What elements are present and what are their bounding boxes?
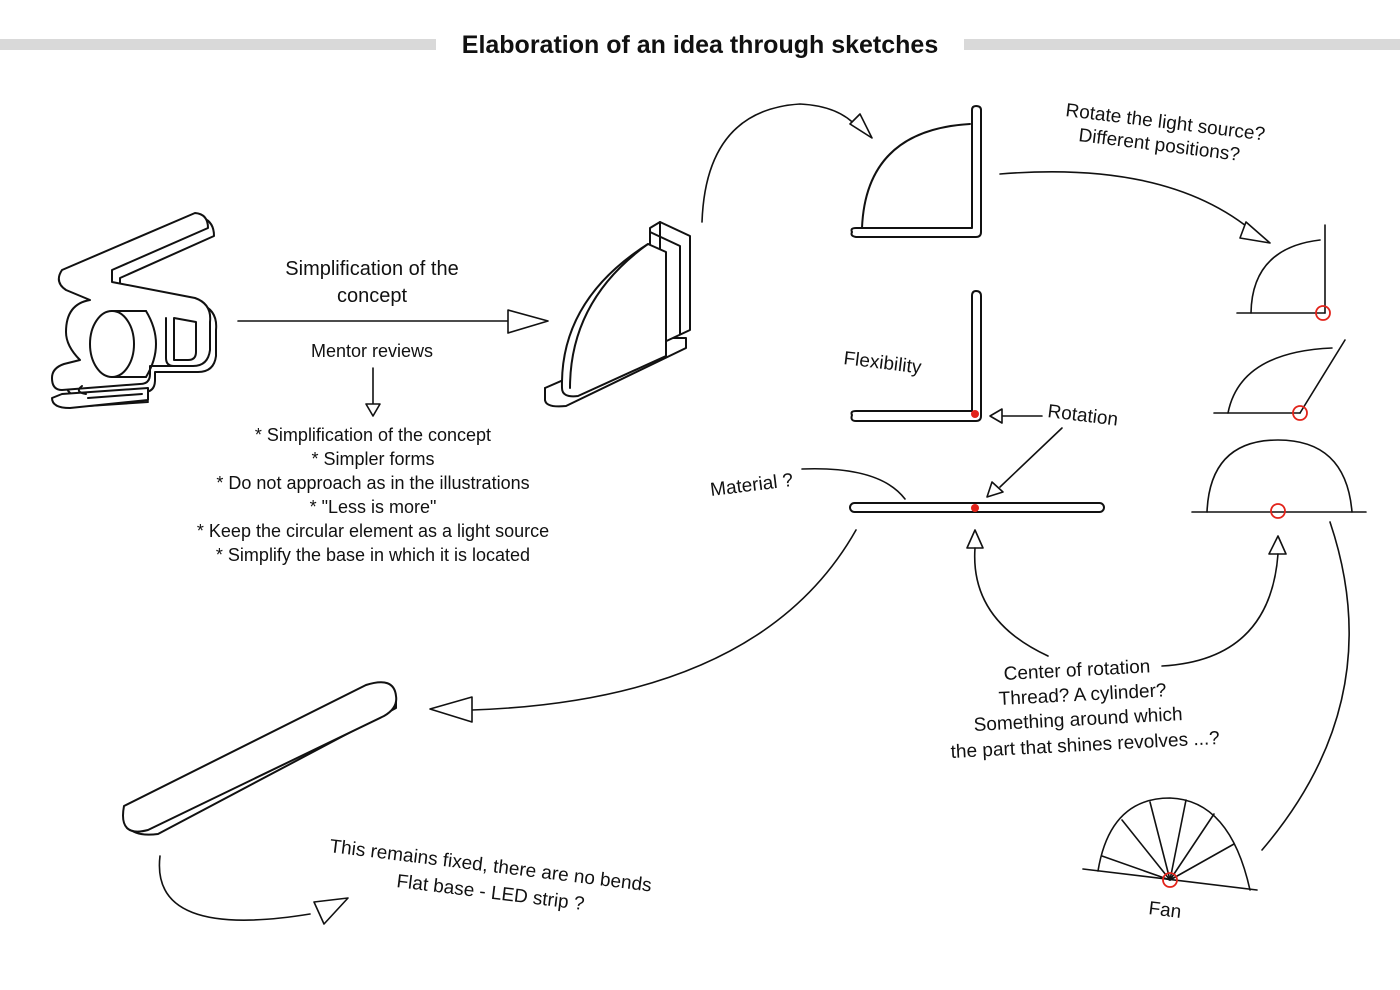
mentor-reviews-label: Mentor reviews: [311, 341, 433, 361]
review-item: * Do not approach as in the illustration…: [216, 473, 529, 493]
review-item: * Keep the circular element as a light s…: [197, 521, 549, 541]
title-bar-left: [0, 39, 436, 50]
l-profile-flexibility: [850, 290, 982, 422]
rotate-question: Rotate the light source? Different posit…: [1064, 100, 1266, 166]
title-bar-right: [964, 39, 1400, 50]
position-sketch-1: [1236, 224, 1331, 321]
original-concept-sketch: [51, 212, 218, 409]
position-sketch-3: [1191, 439, 1367, 519]
position-sketch-2: [1213, 339, 1346, 421]
simplification-label-line1: Simplification of the: [285, 258, 458, 280]
simplification-label-line2: concept: [337, 285, 407, 307]
rotation-label: Rotation: [1046, 401, 1119, 430]
review-list: * Simplification of the concept * Simple…: [197, 425, 549, 565]
center-of-rotation-text: Center of rotation Thread? A cylinder? S…: [950, 656, 1220, 763]
center-label-line: Center of rotation: [1003, 656, 1151, 685]
simplified-form-sketch: [544, 221, 691, 408]
flexibility-label: Flexibility: [842, 348, 923, 378]
fan-sketch: [1082, 797, 1258, 891]
review-item: * Simpler forms: [311, 449, 434, 469]
fixed-text: This remains fixed, there are no bends F…: [328, 836, 652, 915]
page-title: Elaboration of an idea through sketches: [462, 31, 938, 59]
material-label: Material ?: [709, 470, 794, 501]
review-item: * Simplify the base in which it is locat…: [216, 545, 530, 565]
fan-label: Fan: [1147, 898, 1182, 923]
l-profile-top: [850, 105, 982, 238]
flat-bar: [849, 502, 1105, 513]
review-item: * "Less is more": [310, 497, 437, 517]
review-item: * Simplification of the concept: [255, 425, 491, 445]
led-strip-sketch: [122, 681, 398, 836]
